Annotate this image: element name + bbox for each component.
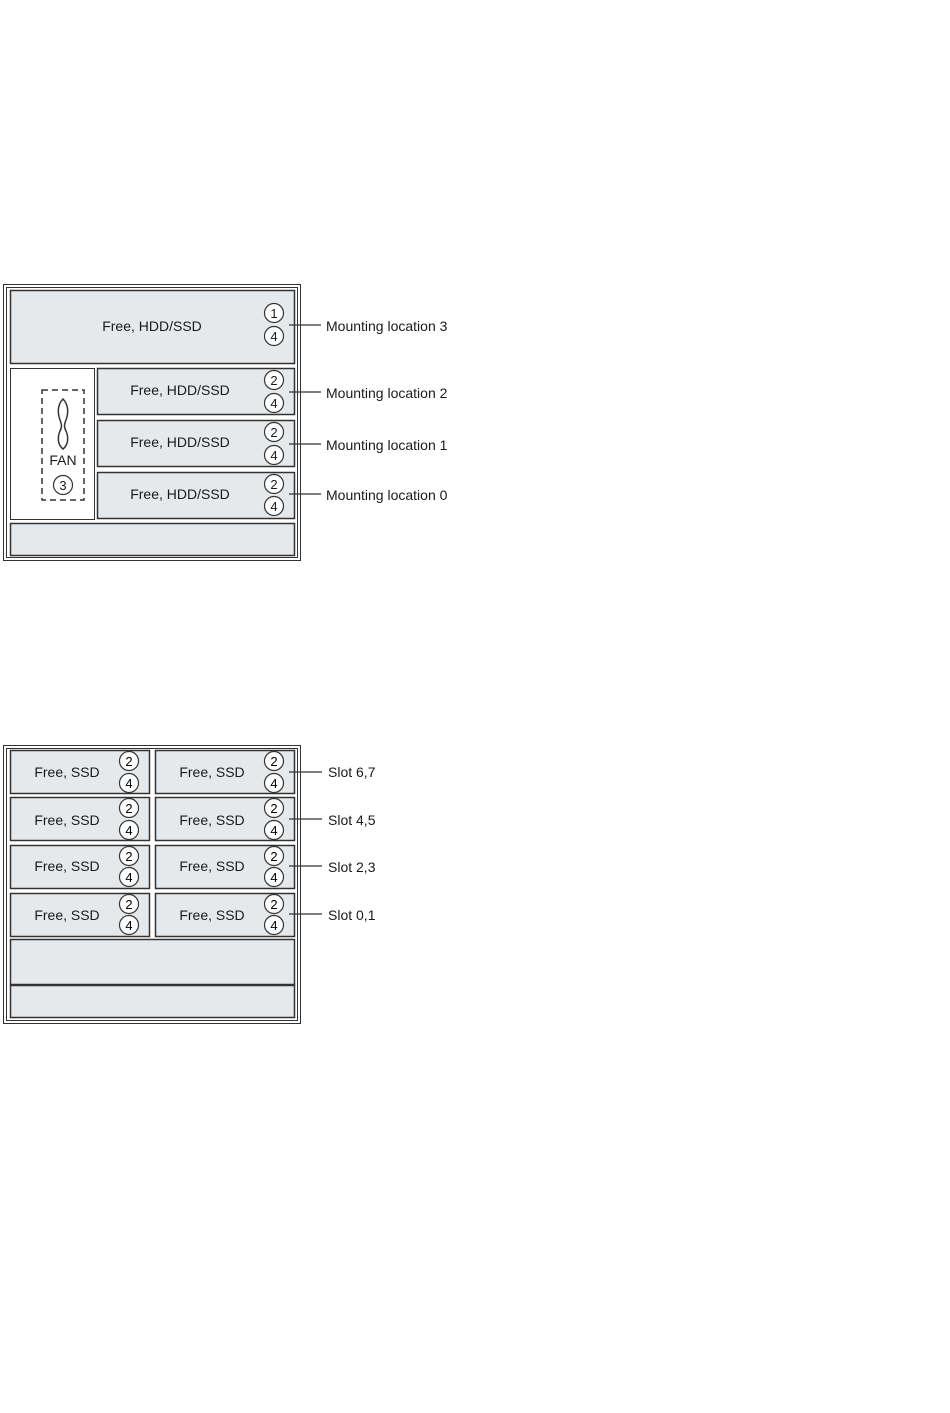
slot-row-4-5: Free, SSD 2 4 Free, SSD 2 4 Slot 4,5: [9, 796, 376, 842]
badge-4: 4: [270, 776, 277, 791]
svg-text:Mounting location 3: Mounting location 3: [326, 318, 448, 334]
fan-dashed-outline: [41, 389, 85, 501]
badge-4: 4: [263, 325, 285, 347]
slot-row-6-7: Free, SSD 2 4 Free, SSD 2 4 Slot 6,7: [9, 749, 376, 795]
diagram-ssd-slots: Free, SSD 2 4 Free, SSD 2 4 Slot 6,7 Fre…: [3, 745, 376, 1024]
svg-text:Mounting location 1: Mounting location 1: [326, 437, 448, 453]
callout-mounting-location-3: Mounting location 3: [289, 318, 448, 334]
bay-label: Free, HDD/SSD: [130, 382, 230, 398]
badge-2: 2: [270, 754, 277, 769]
bay-mounting-location-1: Free, HDD/SSD 2 4: [96, 419, 296, 468]
svg-text:4: 4: [270, 448, 277, 463]
svg-text:2: 2: [270, 425, 277, 440]
bay-mounting-location-0: Free, HDD/SSD 2 4: [96, 471, 296, 520]
slot-label: Free, SSD: [34, 812, 99, 828]
callout-slot-2-3: Slot 2,3: [328, 859, 376, 875]
badge-4: 4: [263, 444, 285, 466]
bay-label: Free, HDD/SSD: [130, 486, 230, 502]
badge-2: 2: [125, 801, 132, 816]
bay-label: Free, HDD/SSD: [130, 434, 230, 450]
fan-compartment: FAN 3: [10, 368, 95, 520]
callout-slot-0-1: Slot 0,1: [328, 907, 376, 923]
badge-2: 2: [263, 473, 285, 495]
callout-mounting-location-0: Mounting location 0: [289, 487, 448, 503]
svg-text:2: 2: [270, 373, 277, 388]
slot-label: Free, SSD: [179, 764, 244, 780]
badge-4: 4: [270, 823, 277, 838]
fan-icon: [57, 397, 69, 450]
svg-text:2: 2: [270, 477, 277, 492]
badge-2: 2: [270, 897, 277, 912]
slot-label: Free, SSD: [34, 764, 99, 780]
badge-2: 2: [125, 849, 132, 864]
slot-label: Free, SSD: [34, 858, 99, 874]
svg-text:Mounting location 0: Mounting location 0: [326, 487, 448, 503]
diagram-mounting-locations: Free, HDD/SSD 1 4 FAN 3 Free, HDD/S: [3, 284, 448, 561]
slot-label: Free, SSD: [179, 907, 244, 923]
callout-slot-6-7: Slot 6,7: [328, 764, 376, 780]
bottom-panel: [9, 938, 296, 986]
badge-4: 4: [270, 918, 277, 933]
svg-text:3: 3: [59, 478, 66, 493]
callout-slot-4-5: Slot 4,5: [328, 812, 376, 828]
badge-2: 2: [125, 897, 132, 912]
badge-1: 1: [263, 302, 285, 324]
callout-mounting-location-1: Mounting location 1: [289, 437, 448, 453]
bottom-panel: [9, 522, 296, 557]
badge-2: 2: [125, 754, 132, 769]
badge-4: 4: [263, 495, 285, 517]
bay-label: Free, HDD/SSD: [102, 318, 202, 334]
slot-label: Free, SSD: [34, 907, 99, 923]
badge-2: 2: [263, 421, 285, 443]
slot-label: Free, SSD: [179, 812, 244, 828]
svg-text:1: 1: [270, 306, 277, 321]
badge-4: 4: [125, 870, 132, 885]
badge-4: 4: [125, 776, 132, 791]
badge-4: 4: [270, 870, 277, 885]
slot-row-2-3: Free, SSD 2 4 Free, SSD 2 4 Slot 2,3: [9, 844, 376, 890]
bay-mounting-location-2: Free, HDD/SSD 2 4: [96, 367, 296, 416]
svg-text:4: 4: [270, 329, 277, 344]
badge-2: 2: [263, 369, 285, 391]
callout-mounting-location-2: Mounting location 2: [289, 385, 448, 401]
badge-4: 4: [125, 918, 132, 933]
svg-text:4: 4: [270, 396, 277, 411]
bottom-panel: [9, 984, 296, 1019]
svg-text:4: 4: [270, 499, 277, 514]
badge-2: 2: [270, 801, 277, 816]
fan-label: FAN: [49, 452, 76, 468]
badge-4: 4: [263, 392, 285, 414]
badge-2: 2: [270, 849, 277, 864]
slot-label: Free, SSD: [179, 858, 244, 874]
bay-mounting-location-3: Free, HDD/SSD 1 4: [9, 289, 296, 365]
slot-row-0-1: Free, SSD 2 4 Free, SSD 2 4 Slot 0,1: [9, 892, 376, 938]
svg-text:Mounting location 2: Mounting location 2: [326, 385, 448, 401]
badge-3: 3: [52, 474, 74, 496]
badge-4: 4: [125, 823, 132, 838]
